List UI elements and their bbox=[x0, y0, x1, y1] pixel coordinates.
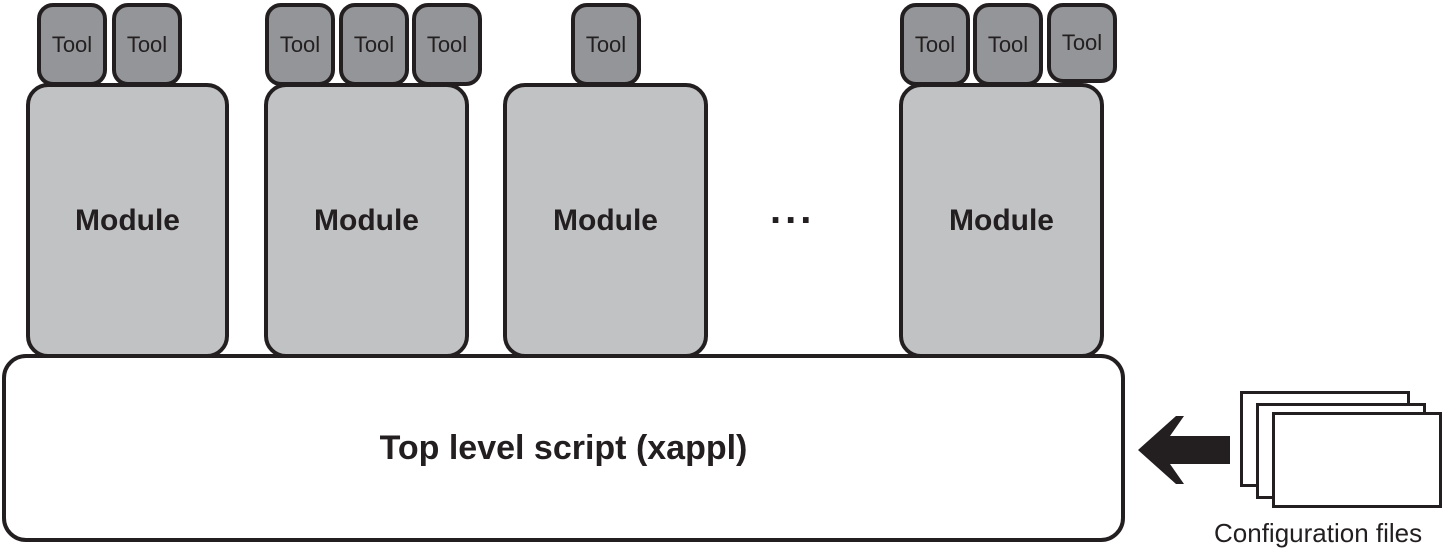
module-box: Module bbox=[26, 83, 229, 358]
more-modules-ellipsis: ... bbox=[770, 188, 816, 232]
left-arrow-icon bbox=[1138, 416, 1230, 484]
tool-box: Tool bbox=[112, 3, 182, 86]
configuration-files-label: Configuration files bbox=[1214, 518, 1423, 548]
config-file-sheet bbox=[1272, 412, 1442, 508]
tool-box: Tool bbox=[265, 3, 335, 86]
top-level-script-box: Top level script (xappl) bbox=[2, 354, 1125, 542]
tool-box: Tool bbox=[37, 3, 107, 86]
tool-box: Tool bbox=[973, 3, 1043, 86]
tool-box: Tool bbox=[412, 3, 482, 86]
tool-box: Tool bbox=[339, 3, 409, 86]
module-box: Module bbox=[503, 83, 708, 358]
tool-box: Tool bbox=[571, 3, 641, 86]
module-box: Module bbox=[264, 83, 469, 358]
module-box: Module bbox=[899, 83, 1104, 358]
tool-box: Tool bbox=[1047, 3, 1117, 83]
tool-box: Tool bbox=[900, 3, 970, 86]
